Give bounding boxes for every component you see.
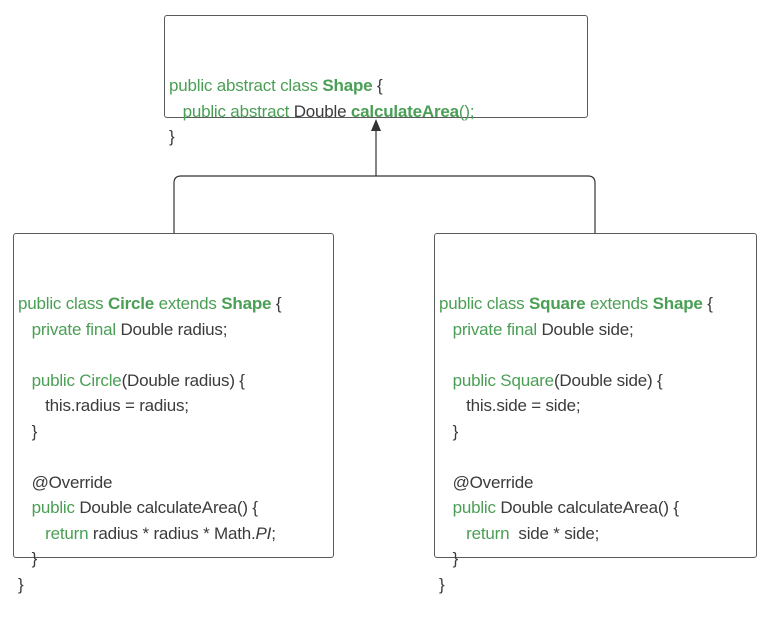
- code-token: {: [702, 294, 713, 313]
- code-token: public Square: [439, 370, 555, 390]
- code-line: return radius * radius * Math.PI;: [18, 521, 333, 547]
- code-token: }: [439, 421, 459, 441]
- code-token: }: [18, 574, 24, 594]
- code-token: side * side;: [513, 523, 600, 543]
- code-token: extends: [154, 294, 222, 313]
- code-line: public Double calculateArea() {: [439, 495, 756, 521]
- code-line: [18, 444, 333, 470]
- code-token: Shape: [221, 294, 272, 313]
- code-token: radius * radius * Math.: [92, 523, 256, 543]
- code-token: public class: [439, 294, 529, 313]
- code-token: @Override: [18, 472, 113, 492]
- code-token: return: [18, 523, 93, 543]
- class-code: public abstract class Shape { public abs…: [169, 73, 587, 150]
- code-token: ;: [271, 523, 276, 543]
- code-line: }: [18, 572, 333, 598]
- code-line: }: [18, 419, 333, 445]
- code-line: return side * side;: [439, 521, 756, 547]
- code-token: Square: [529, 294, 586, 313]
- code-line: this.radius = radius;: [18, 393, 333, 419]
- code-line: }: [439, 419, 756, 445]
- code-token: Circle: [108, 294, 155, 313]
- code-token: calculateArea: [350, 101, 459, 121]
- code-token: Double side;: [541, 319, 634, 339]
- code-token: }: [169, 127, 175, 146]
- code-line: public Double calculateArea() {: [18, 495, 333, 521]
- square-class-box: public class Square extends Shape { priv…: [434, 233, 757, 594]
- inheritance-arrowhead: [371, 119, 381, 131]
- code-token: }: [439, 574, 445, 594]
- class-code: public class Circle extends Shape { priv…: [18, 291, 333, 597]
- code-token: this.radius = radius;: [18, 396, 189, 415]
- code-token: this.side = side;: [439, 396, 581, 415]
- code-line: [439, 444, 756, 470]
- code-token: public class: [18, 294, 108, 313]
- code-token: {: [271, 294, 282, 313]
- code-line: [439, 342, 756, 368]
- code-line: this.side = side;: [439, 393, 756, 419]
- code-token: public abstract class: [169, 76, 323, 95]
- code-token: public abstract: [169, 101, 294, 121]
- code-line: public abstract class Shape {: [169, 73, 587, 99]
- code-token: }: [18, 421, 38, 441]
- code-token: Double calculateArea() {: [500, 498, 679, 517]
- code-token: Double: [293, 101, 351, 121]
- code-line: public class Square extends Shape {: [439, 291, 756, 317]
- code-token: public Circle: [18, 370, 122, 390]
- code-token: public: [18, 498, 80, 517]
- shape-class-box: public abstract class Shape { public abs…: [164, 15, 588, 146]
- code-token: (Double side) {: [553, 370, 663, 390]
- code-token: ();: [458, 101, 475, 121]
- code-line: @Override: [439, 470, 756, 496]
- code-line: private final Double side;: [439, 317, 756, 343]
- code-line: }: [169, 124, 587, 150]
- code-token: }: [18, 549, 38, 568]
- code-token: @Override: [439, 472, 534, 492]
- code-line: @Override: [18, 470, 333, 496]
- code-token: PI: [255, 523, 272, 543]
- code-token: (Double radius) {: [121, 370, 245, 390]
- code-line: }: [439, 546, 756, 572]
- code-line: public class Circle extends Shape {: [18, 291, 333, 317]
- code-token: return: [439, 523, 514, 543]
- code-token: extends: [585, 294, 653, 313]
- connector-line: [173, 175, 596, 233]
- circle-class-box: public class Circle extends Shape { priv…: [13, 233, 334, 594]
- code-token: private final: [18, 319, 121, 339]
- code-line: }: [18, 546, 333, 572]
- code-line: }: [439, 572, 756, 598]
- code-token: private final: [439, 319, 542, 339]
- code-line: public Square(Double side) {: [439, 368, 756, 394]
- code-token: Double calculateArea() {: [79, 498, 258, 517]
- code-token: }: [439, 549, 459, 568]
- class-code: public class Square extends Shape { priv…: [439, 291, 756, 597]
- code-token: public: [439, 498, 501, 517]
- code-line: [18, 342, 333, 368]
- code-line: private final Double radius;: [18, 317, 333, 343]
- inheritance-connector: [173, 119, 596, 233]
- code-line: public Circle(Double radius) {: [18, 368, 333, 394]
- code-token: {: [372, 76, 383, 95]
- code-token: Shape: [652, 294, 703, 313]
- code-token: Shape: [322, 76, 373, 95]
- code-token: Double radius;: [120, 319, 228, 339]
- code-line: public abstract Double calculateArea();: [169, 99, 587, 125]
